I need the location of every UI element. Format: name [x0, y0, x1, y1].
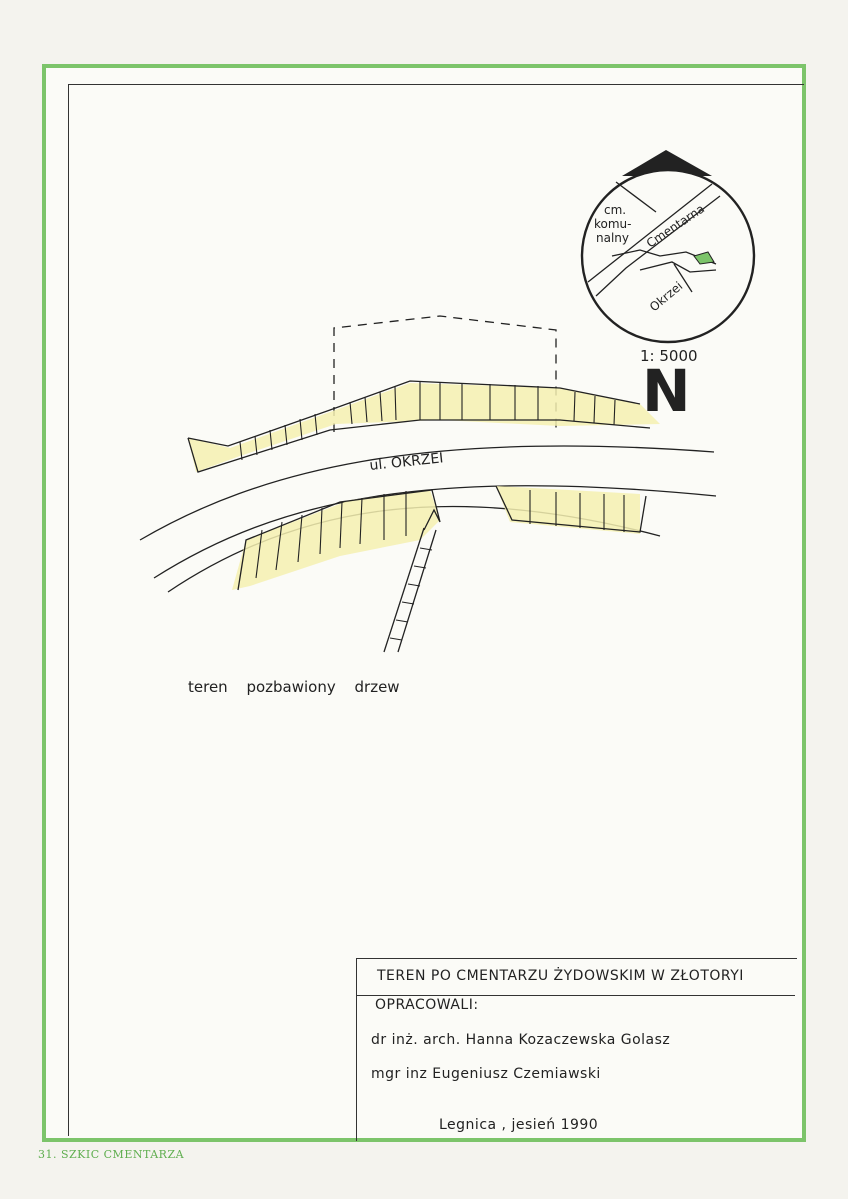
parcel-outline-north [187, 380, 651, 473]
parcel-hatching-north [239, 382, 616, 461]
north-arrow-icon: N [642, 357, 691, 425]
inset-label-nalny: nalny [596, 231, 629, 245]
title-block-divider [357, 995, 795, 996]
parcel-fill-south-east [496, 486, 640, 534]
title-block: TEREN PO CMENTARZU ŻYDOWSKIM W ZŁOTORYI … [356, 958, 797, 1141]
drawing-title: TEREN PO CMENTARZU ŻYDOWSKIM W ZŁOTORYI [377, 968, 744, 984]
inset-label-komu: komu- [594, 217, 632, 231]
prepared-by-label: OPRACOWALI: [375, 997, 479, 1013]
author-2: mgr inz Eugeniusz Czemiawski [371, 1066, 601, 1082]
inset-north-arrow-icon [622, 150, 712, 176]
inset-site-marker [693, 251, 715, 265]
drawing-border [68, 84, 804, 1136]
cemetery-boundary [333, 315, 557, 432]
parcel-fill-north [188, 383, 660, 472]
map-note: teren pozbawiony drzew [188, 678, 400, 696]
place-date: Legnica , jesień 1990 [439, 1117, 599, 1133]
street-label-okrzei: ul. OKRZEI [369, 450, 444, 474]
parcel-fill-south-west [232, 490, 440, 590]
figure-caption: 31. SZKIC CMENTARZA [38, 1148, 185, 1161]
parcel-hatching-south [255, 490, 625, 641]
map-scale: 1: 5000 [640, 347, 698, 365]
author-1: dr inż. arch. Hanna Kozaczewska Golasz [371, 1032, 671, 1048]
parcel-outline-south [237, 485, 647, 653]
inset-label-cm: cm. [604, 203, 626, 217]
locator-inset: cm. komu- nalny Cmentarna Okrzei [580, 150, 756, 344]
inset-circle [580, 168, 756, 344]
